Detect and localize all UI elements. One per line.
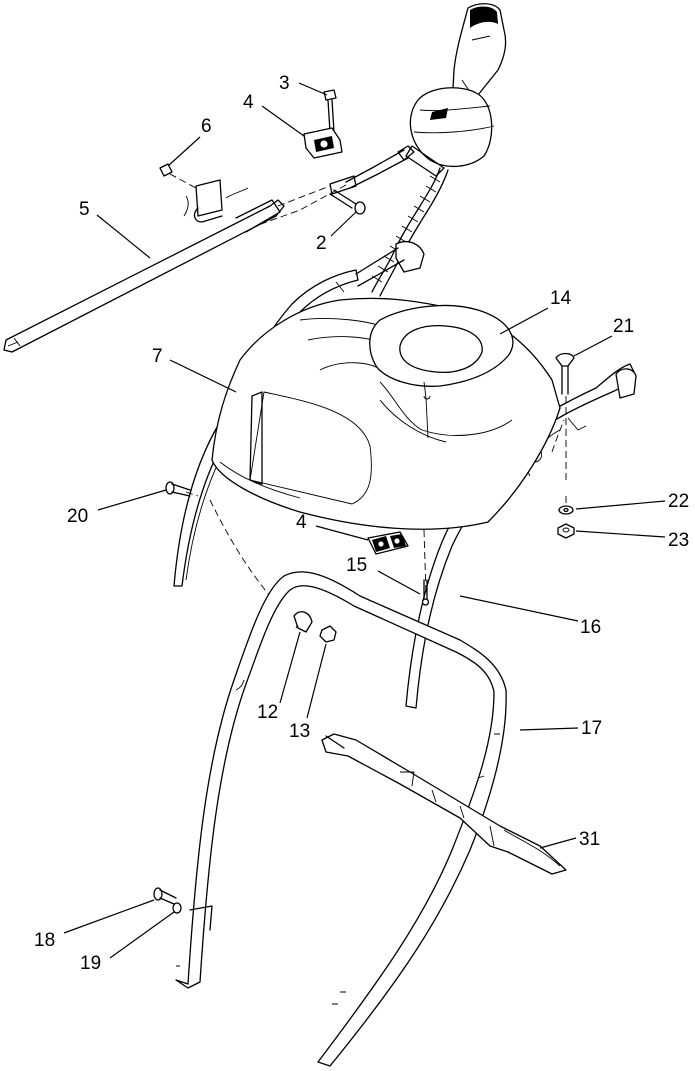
part-20-bolt — [165, 481, 191, 497]
part-19-washer — [172, 902, 182, 914]
callout-22: 22 — [668, 491, 689, 512]
part-7-upper-handle — [173, 240, 425, 587]
part-22-washer — [558, 505, 574, 515]
part-17-lower-handle — [175, 571, 507, 1067]
callout-31: 31 — [579, 829, 600, 850]
callout-21: 21 — [613, 316, 634, 337]
part-14-chute-ring — [369, 304, 514, 439]
part-12-washer — [293, 611, 313, 633]
callout-4-top: 4 — [243, 92, 254, 113]
leader-lines — [63, 82, 666, 959]
chute-control-knob — [405, 3, 507, 177]
callout-17: 17 — [581, 718, 602, 739]
callout-15: 15 — [346, 555, 367, 576]
callout-4-lower: 4 — [296, 512, 307, 533]
assembly-lines — [185, 396, 567, 629]
callout-13: 13 — [289, 721, 310, 742]
part-2-pin — [329, 189, 366, 215]
callout-6: 6 — [201, 116, 212, 137]
callout-16: 16 — [580, 617, 601, 638]
part-18-bolt — [153, 887, 177, 905]
callout-14: 14 — [550, 288, 572, 309]
callout-3: 3 — [279, 73, 290, 94]
chute-cable — [371, 167, 449, 297]
part-4-clip-lower — [367, 531, 409, 555]
part-6-bracket — [159, 163, 249, 223]
callout-labels: 3 4 6 5 2 14 21 7 22 20 23 4 15 16 12 13… — [34, 73, 689, 974]
part-13-nut — [319, 625, 337, 643]
part-21-bolt — [555, 352, 575, 395]
callout-20: 20 — [67, 506, 88, 527]
part-15-screw — [421, 579, 430, 606]
callout-7: 7 — [152, 346, 163, 367]
callout-18: 18 — [34, 930, 55, 951]
callout-23: 23 — [668, 530, 689, 551]
part-31-tool — [321, 733, 567, 875]
part-4-clip-top — [303, 127, 343, 159]
callout-5: 5 — [79, 199, 90, 220]
callout-2: 2 — [316, 233, 327, 254]
callout-19: 19 — [80, 953, 101, 974]
part-5-rod — [3, 175, 357, 353]
callout-12: 12 — [257, 702, 278, 723]
part-3-bolt — [323, 89, 337, 140]
part-23-nut — [557, 523, 575, 539]
